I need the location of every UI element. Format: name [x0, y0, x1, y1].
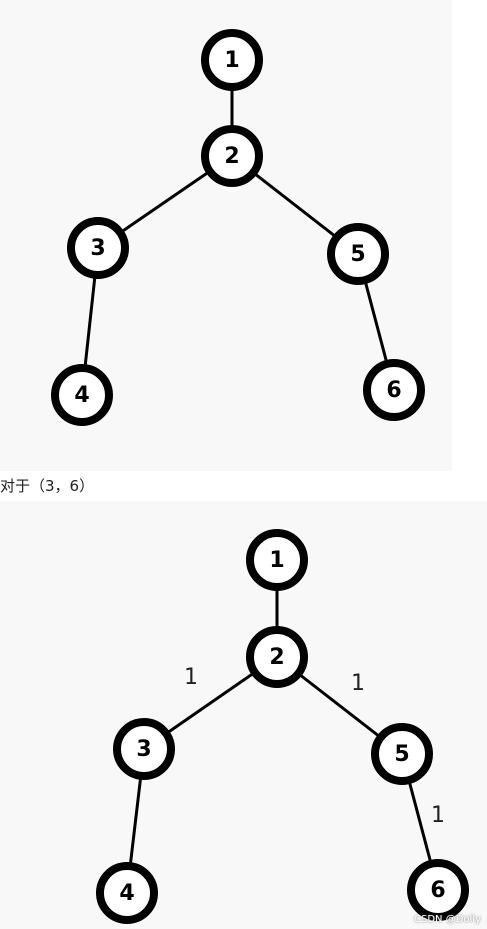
node-4: 4 — [96, 862, 158, 924]
node-circle-4 — [96, 862, 158, 924]
node-label-6: 6 — [430, 878, 445, 903]
node-circle-1 — [246, 529, 308, 591]
node-circle-2 — [201, 125, 263, 187]
node-6: 6 — [407, 859, 469, 921]
tree-svg-top: 1 2 3 4 5 6 — [51, 29, 425, 426]
node-4: 4 — [51, 364, 113, 426]
node-2: 2 — [201, 125, 263, 187]
node-label-4: 4 — [119, 881, 134, 906]
node-1: 1 — [201, 29, 263, 91]
node-3: 3 — [113, 718, 175, 780]
edge-weight-5-6: 1 — [431, 803, 445, 828]
node-label-1: 1 — [269, 548, 284, 573]
node-label-5: 5 — [350, 242, 365, 267]
node-label-6: 6 — [386, 378, 401, 403]
node-circle-1 — [201, 29, 263, 91]
node-5: 5 — [327, 223, 389, 285]
caption-text: 对于（3，6） — [0, 477, 95, 495]
node-label-2: 2 — [224, 144, 239, 169]
node-label-5: 5 — [394, 742, 409, 767]
node-label-3: 3 — [136, 737, 151, 762]
watermark: CSDN @Dolly — [414, 914, 481, 925]
node-circle-2 — [246, 626, 308, 688]
node-6: 6 — [363, 359, 425, 421]
tree-svg-bottom: 1 1 1 1 2 3 4 5 6 — [96, 529, 469, 924]
node-5: 5 — [371, 723, 433, 785]
node-circle-4 — [51, 364, 113, 426]
tree-diagram-bottom: 1 1 1 1 2 3 4 5 6 CSDN @Dolly — [0, 501, 487, 929]
node-circle-5 — [371, 723, 433, 785]
tree-diagram-top: 1 2 3 4 5 6 — [0, 0, 452, 471]
node-circle-3 — [67, 217, 129, 279]
node-circle-5 — [327, 223, 389, 285]
node-label-4: 4 — [74, 383, 89, 408]
node-1: 1 — [246, 529, 308, 591]
node-circle-6 — [407, 859, 469, 921]
node-circle-3 — [113, 718, 175, 780]
edge-weight-2-3: 1 — [184, 665, 198, 690]
node-label-2: 2 — [269, 645, 284, 670]
node-2: 2 — [246, 626, 308, 688]
node-label-1: 1 — [224, 48, 239, 73]
node-3: 3 — [67, 217, 129, 279]
edge-weight-2-5: 1 — [351, 671, 365, 696]
node-circle-6 — [363, 359, 425, 421]
node-label-3: 3 — [90, 236, 105, 261]
